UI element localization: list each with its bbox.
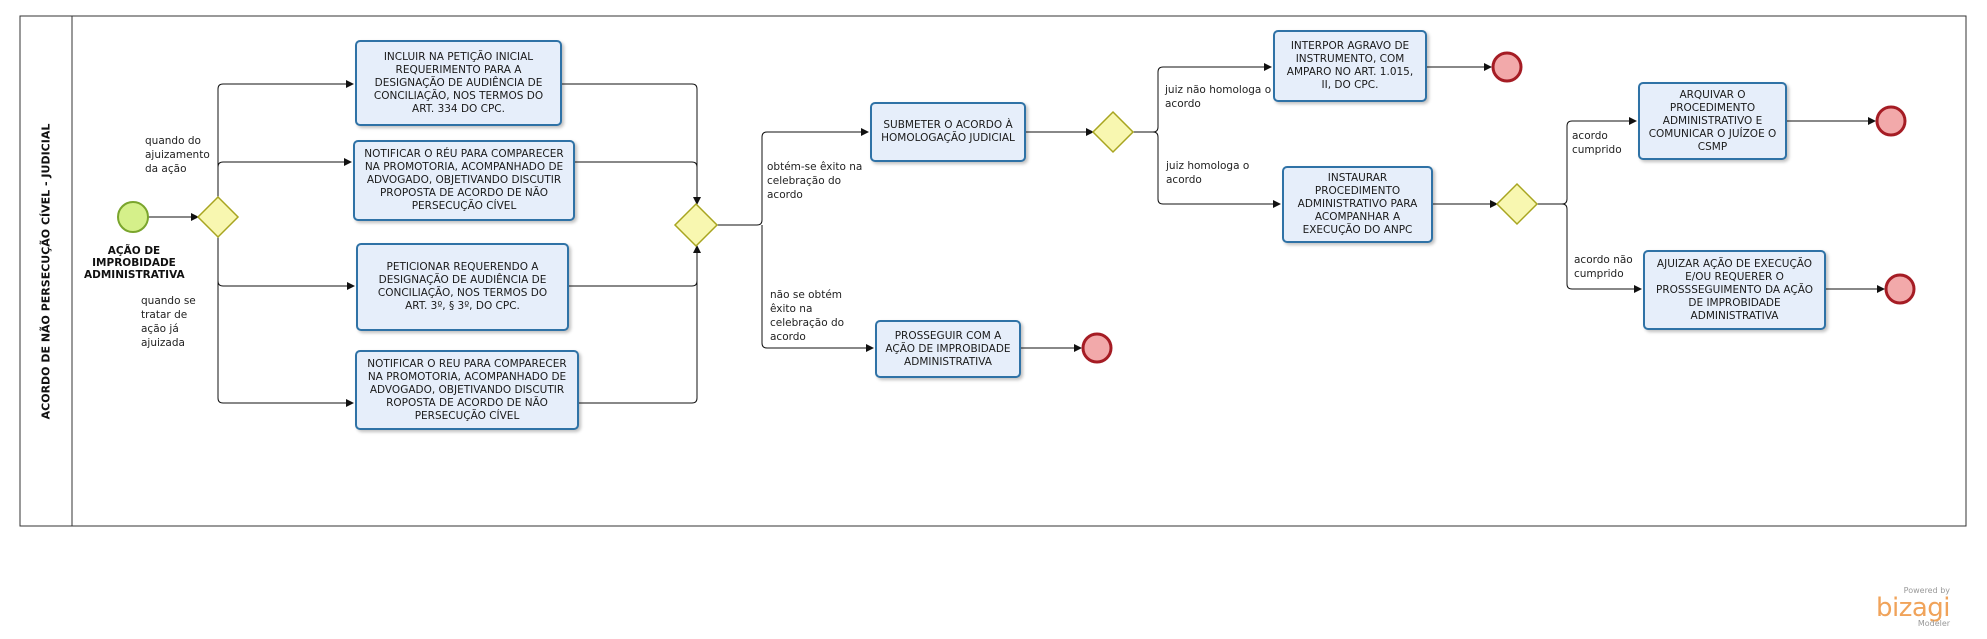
powered-by-text: Powered by bbox=[1903, 586, 1951, 595]
end-event-agravo[interactable] bbox=[1491, 51, 1523, 83]
flow-label-nao-homologa: juiz não homologa o acordo bbox=[1165, 84, 1272, 110]
task-peticionar-audiencia[interactable]: PETICIONAR REQUERENDO A DESIGNAÇÃO DE AU… bbox=[356, 243, 569, 331]
end-event-improbidade[interactable] bbox=[1081, 332, 1113, 364]
flow-label-cumprido: acordo cumprido bbox=[1572, 130, 1622, 156]
task-prosseguir-acao[interactable]: PROSSEGUIR COM A AÇÃO DE IMPROBIDADE ADM… bbox=[875, 320, 1021, 378]
modeler-text: Modeler bbox=[1917, 619, 1951, 628]
task-ajuizar-execucao[interactable]: AJUIZAR AÇÃO DE EXECUÇÃO E/OU REQUERER O… bbox=[1643, 250, 1826, 330]
end-event-execucao[interactable] bbox=[1884, 273, 1916, 305]
gateway-compliance[interactable] bbox=[1495, 182, 1539, 226]
gateway-homologation[interactable] bbox=[1091, 110, 1135, 154]
sequence-flows bbox=[148, 63, 1885, 407]
flow-label-nao-obtem-exito: não se obtém êxito na celebração do acor… bbox=[770, 289, 845, 343]
lane-header: ACORDO DE NÃO PERSECUÇÃO CÍVEL - JUDICIA… bbox=[20, 16, 72, 526]
start-event-label: AÇÃO DE IMPROBIDADE ADMINISTRATIVA bbox=[84, 245, 185, 281]
task-interpor-agravo[interactable]: INTERPOR AGRAVO DE INSTRUMENTO, COM AMPA… bbox=[1273, 30, 1427, 102]
flow-label-homologa: juiz homologa o acordo bbox=[1166, 160, 1250, 186]
lane-title: ACORDO DE NÃO PERSECUÇÃO CÍVEL - JUDICIA… bbox=[39, 123, 53, 419]
gateway-merge-negotiation[interactable] bbox=[673, 202, 719, 248]
task-submeter-homologacao[interactable]: SUBMETER O ACORDO À HOMOLOGAÇÃO JUDICIAL bbox=[870, 102, 1026, 162]
flow-label-obtem-exito: obtém-se êxito na celebração do acordo bbox=[767, 161, 863, 201]
flow-label-ja-ajuizada: quando se tratar de ação já ajuizada bbox=[141, 295, 196, 349]
end-event-arquivar[interactable] bbox=[1875, 105, 1907, 137]
bizagi-wordmark: bizagi bbox=[1876, 593, 1951, 623]
task-instaurar-procedimento[interactable]: INSTAURAR PROCEDIMENTO ADMINISTRATIVO PA… bbox=[1282, 166, 1433, 243]
task-notificar-reu-2[interactable]: NOTIFICAR O REU PARA COMPARECER NA PROMO… bbox=[355, 350, 579, 430]
flow-label-ajuizamento: quando do ajuizamento da ação bbox=[145, 135, 210, 175]
flow-label-nao-cumprido: acordo não cumprido bbox=[1574, 254, 1633, 280]
bizagi-logo: Powered by bizagi Modeler bbox=[1876, 586, 1951, 628]
start-event[interactable] bbox=[117, 201, 149, 233]
gateway-split-start[interactable] bbox=[196, 195, 240, 239]
task-incluir-peticao[interactable]: INCLUIR NA PETIÇÃO INICIAL REQUERIMENTO … bbox=[355, 40, 562, 126]
task-notificar-reu-1[interactable]: NOTIFICAR O RÉU PARA COMPARECER NA PROMO… bbox=[353, 140, 575, 221]
task-arquivar-procedimento[interactable]: ARQUIVAR O PROCEDIMENTO ADMINISTRATIVO E… bbox=[1638, 82, 1787, 160]
